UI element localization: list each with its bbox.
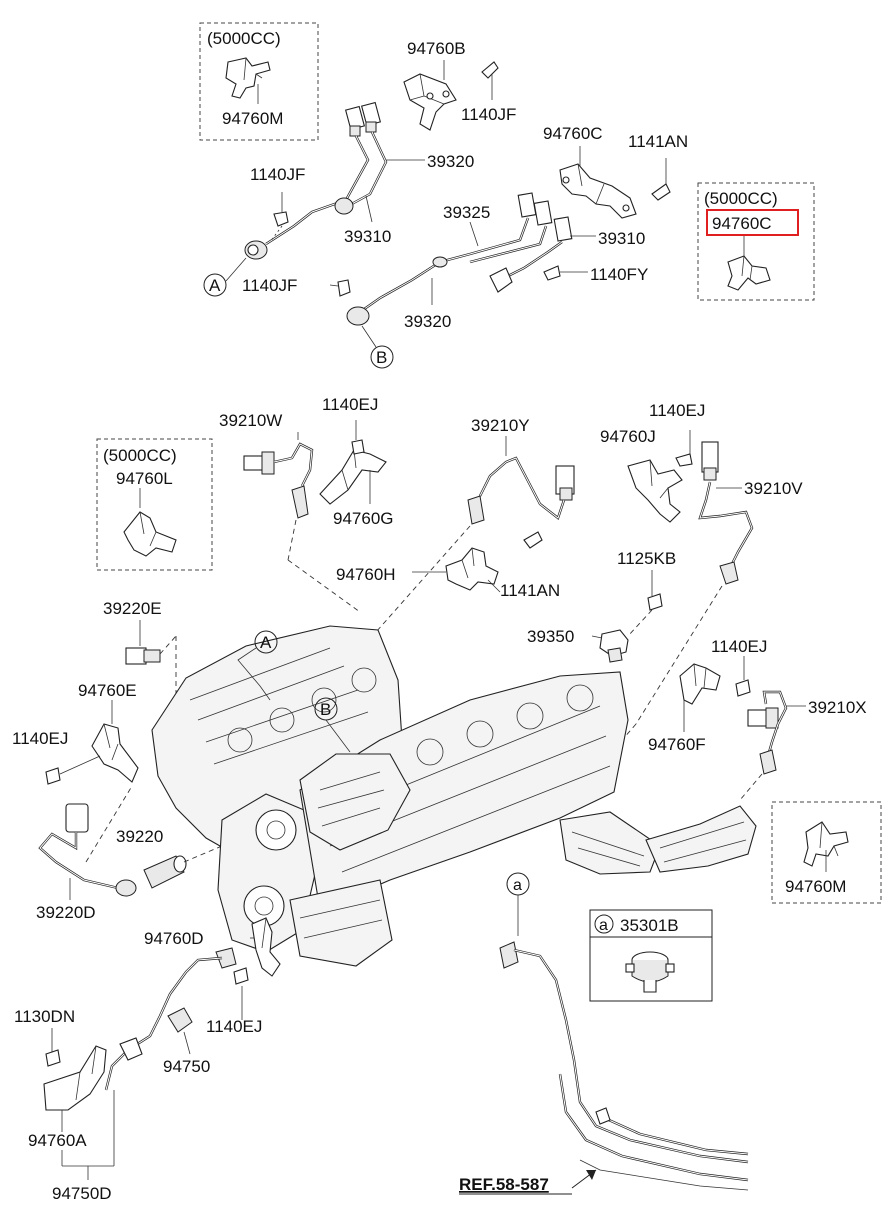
callout-A-top: A xyxy=(203,257,247,297)
part-label-94750D: 94750D xyxy=(52,1184,112,1203)
engine-assembly-drawing xyxy=(151,625,757,967)
part-label-94760M: 94760M xyxy=(785,877,846,896)
sensor-39220-drawing xyxy=(143,845,223,889)
bracket-94760G-drawing xyxy=(319,420,387,505)
sensor-94750-drawing xyxy=(119,1007,193,1061)
part-label-39320: 39320 xyxy=(427,152,474,171)
ref-label: REF.58-587 xyxy=(459,1175,549,1194)
part-label-94760H: 94760H xyxy=(336,565,396,584)
bracket-94760M-top-drawing xyxy=(225,57,271,104)
option-box-94760M-top: (5000CC) 94760M xyxy=(199,22,319,141)
part-label-1140EJ: 1140EJ xyxy=(711,637,767,656)
option-box-94760L: (5000CC) 94760L xyxy=(96,438,213,571)
bracket-94760D-drawing xyxy=(104,917,281,1091)
part-label-94760J: 94760J xyxy=(600,427,656,446)
option-box-94760M-right: 94760M xyxy=(771,801,882,904)
part-label-94760B: 94760B xyxy=(407,39,466,58)
part-label-94760F: 94760F xyxy=(648,735,706,754)
o2-sensor-39210Y-drawing xyxy=(375,436,575,633)
part-label-94760M: 94760M xyxy=(222,109,283,128)
bracket-94760C-drawing xyxy=(559,146,671,219)
bracket-94760A-drawing xyxy=(43,1028,115,1180)
harness-39220D-drawing xyxy=(38,785,137,900)
callout-letter: a xyxy=(513,877,522,894)
part-label-1140JF: 1140JF xyxy=(461,105,516,124)
part-label-39220: 39220 xyxy=(116,827,163,846)
callout-letter: A xyxy=(260,633,272,652)
valve-35301B-drawing xyxy=(625,951,675,993)
part-label-1140EJ: 1140EJ xyxy=(649,401,705,420)
part-label-94760E: 94760E xyxy=(78,681,137,700)
part-label-39220E: 39220E xyxy=(103,599,162,618)
option-label-5000cc: (5000CC) xyxy=(103,446,177,465)
option-label-5000cc: (5000CC) xyxy=(207,29,281,48)
bracket-94760L-drawing xyxy=(123,488,177,557)
o2-sensor-39210W-drawing xyxy=(243,432,361,613)
part-label-39310: 39310 xyxy=(598,229,645,248)
part-label-1140EJ: 1140EJ xyxy=(12,729,68,748)
part-label-39210W: 39210W xyxy=(219,411,282,430)
legend-letter: a xyxy=(599,917,608,934)
harness-39325-drawing xyxy=(329,192,596,326)
bracket-94760H-drawing xyxy=(412,531,543,593)
part-label-39310: 39310 xyxy=(344,227,391,246)
connector-39220E-drawing xyxy=(125,620,177,806)
part-label-1140JF: 1140JF xyxy=(250,165,305,184)
part-label-94760G: 94760G xyxy=(333,509,394,528)
part-label-39350: 39350 xyxy=(527,627,574,646)
part-label-1140JF: 1140JF xyxy=(242,276,297,295)
o2-sensor-39210X-drawing xyxy=(739,690,806,801)
sensor-39350-drawing xyxy=(591,570,663,663)
part-label-1125KB: 1125KB xyxy=(617,549,676,568)
part-label-94760L: 94760L xyxy=(116,469,173,488)
callout-letter: A xyxy=(209,276,221,295)
part-label-94760D: 94760D xyxy=(144,929,204,948)
part-label-39210Y: 39210Y xyxy=(471,416,530,435)
part-label-94760A: 94760A xyxy=(28,1131,87,1150)
bracket-94760B-drawing xyxy=(403,60,499,131)
part-label-94760C: 94760C xyxy=(543,124,603,143)
part-label-39210V: 39210V xyxy=(744,479,803,498)
bracket-94760C-option-drawing xyxy=(727,236,771,291)
part-label-1140EJ: 1140EJ xyxy=(322,395,378,414)
highlight-box xyxy=(706,209,799,236)
part-label-39325: 39325 xyxy=(443,203,490,222)
part-label-1140EJ: 1140EJ xyxy=(206,1017,262,1036)
bracket-94760M-right-drawing xyxy=(803,821,849,872)
callout-A-engine: A xyxy=(237,630,278,701)
harness-39320-39310-drawing xyxy=(244,101,425,260)
part-label-39210X: 39210X xyxy=(808,698,867,717)
callout-letter: B xyxy=(376,348,387,367)
part-label-1130DN: 1130DN xyxy=(14,1007,75,1026)
callout-B-engine: B xyxy=(314,697,351,753)
bracket-94760J-drawing xyxy=(627,430,693,523)
legend-box-35301B: a 35301B xyxy=(589,909,713,1002)
vacuum-hose-drawing xyxy=(499,941,749,1191)
part-label-1140FY: 1140FY xyxy=(590,265,648,284)
bracket-94760F-drawing xyxy=(679,656,751,732)
bracket-94760E-drawing xyxy=(45,700,139,785)
part-label-39220D: 39220D xyxy=(36,903,96,922)
option-label-5000cc: (5000CC) xyxy=(704,189,778,208)
callout-a-small: a xyxy=(506,872,530,936)
callout-letter: B xyxy=(320,700,331,719)
o2-sensor-39210V-drawing xyxy=(569,441,754,801)
option-box-94760C: (5000CC) 94760C xyxy=(697,182,815,301)
part-label-94750: 94750 xyxy=(163,1057,210,1076)
part-label-35301B: 35301B xyxy=(620,916,679,935)
part-label-1141AN: 1141AN xyxy=(500,581,560,600)
part-label-94760C-highlighted: 94760C xyxy=(712,214,772,233)
ref-label-group: REF.58-587 xyxy=(459,1169,597,1195)
part-label-1141AN: 1141AN xyxy=(628,132,688,151)
part-label-39320: 39320 xyxy=(404,312,451,331)
callout-B-top: B xyxy=(361,325,394,369)
